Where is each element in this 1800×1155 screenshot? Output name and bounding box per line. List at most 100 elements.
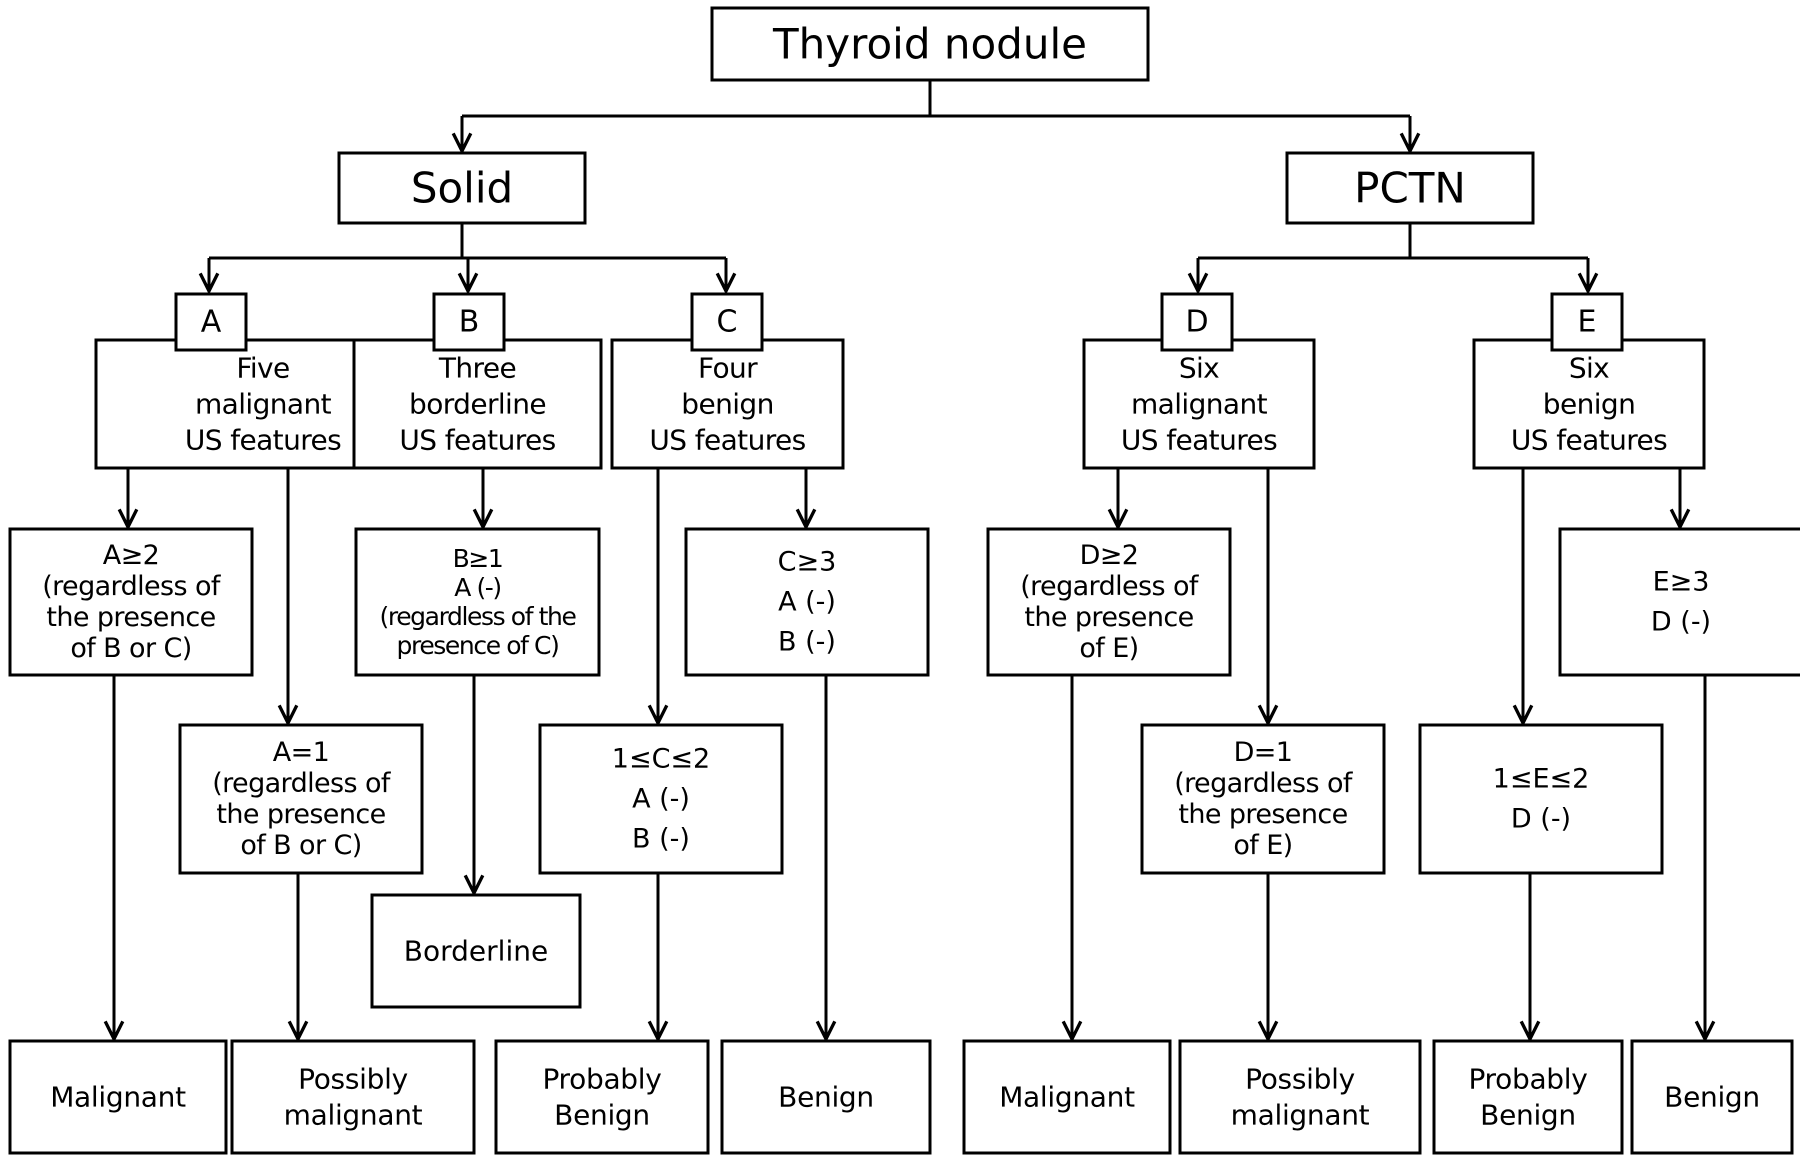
criteria-c-ge3-line-1: C≥3 bbox=[778, 547, 837, 578]
criteria-c-1to2-line-2: A (-) bbox=[632, 784, 690, 815]
pctn-node: PCTN bbox=[1285, 151, 1535, 225]
outcome-solid-possibly-malignant-line-2: malignant bbox=[284, 1099, 423, 1132]
group-b-letter: B bbox=[432, 292, 506, 352]
group-e-description-line-2: benign bbox=[1543, 388, 1635, 421]
outcome-pctn-malignant-line-1: Malignant bbox=[999, 1081, 1135, 1114]
outcome-pctn-possibly-malignant-box bbox=[1178, 1039, 1422, 1155]
outcome-solid-benign-box bbox=[720, 1039, 932, 1155]
criteria-e-1to2-line-2: D (-) bbox=[1511, 804, 1571, 835]
group-e-description-line-3: US features bbox=[1511, 424, 1667, 457]
criteria-c-1to2-line-3: B (-) bbox=[632, 824, 690, 855]
criteria-d-eq1-line-3: the presence bbox=[1178, 799, 1347, 830]
outcome-borderline-box bbox=[370, 893, 582, 1009]
criteria-e-ge3-line-1: E≥3 bbox=[1653, 567, 1710, 598]
pctn-node-box bbox=[1285, 151, 1535, 225]
group-e-letter-line-1: E bbox=[1578, 305, 1597, 340]
criteria-c-1to2-line-1: 1≤C≤2 bbox=[612, 744, 710, 775]
criteria-b-ge1-line-3: (regardless of the bbox=[380, 602, 577, 631]
group-b-description-line-2: borderline bbox=[409, 388, 546, 421]
criteria-c-ge3: C≥3A (-)B (-) bbox=[684, 527, 930, 677]
outcome-pctn-probably-benign-box bbox=[1432, 1039, 1624, 1155]
criteria-a-eq1-box bbox=[178, 723, 424, 875]
outcome-pctn-malignant-box bbox=[962, 1039, 1172, 1155]
criteria-a-ge2-line-2: (regardless of bbox=[42, 571, 222, 602]
criteria-a-ge2-line-4: of B or C) bbox=[70, 633, 191, 664]
group-b-description-line-3: US features bbox=[399, 424, 555, 457]
criteria-d-ge2-line-4: of E) bbox=[1079, 633, 1138, 664]
criteria-d-ge2-line-2: (regardless of bbox=[1020, 571, 1200, 602]
group-c-description-line-3: US features bbox=[649, 424, 805, 457]
solid-node-line-1: Solid bbox=[411, 164, 513, 213]
group-e-letter: E bbox=[1550, 292, 1624, 352]
criteria-c-ge3-box bbox=[684, 527, 930, 677]
criteria-a-ge2-box bbox=[8, 527, 254, 677]
criteria-d-ge2-box bbox=[986, 527, 1232, 677]
criteria-d-eq1-line-2: (regardless of bbox=[1174, 768, 1354, 799]
group-d-letter: D bbox=[1160, 292, 1234, 352]
criteria-e-ge3-box bbox=[1558, 527, 1800, 677]
group-d-letter-line-1: D bbox=[1185, 305, 1208, 340]
group-a-letter-line-1: A bbox=[201, 305, 222, 340]
outcome-pctn-benign-box bbox=[1630, 1039, 1794, 1155]
group-a-description-line-2: malignant bbox=[195, 388, 332, 421]
criteria-b-ge1-line-4: presence of C) bbox=[397, 631, 559, 660]
group-a-description-line-1: Five bbox=[236, 352, 289, 385]
outcome-pctn-benign-line-1: Benign bbox=[1664, 1081, 1760, 1114]
group-c-letter: C bbox=[690, 292, 764, 352]
outcome-solid-probably-benign-line-1: Probably bbox=[542, 1063, 661, 1096]
criteria-a-eq1-line-2: (regardless of bbox=[212, 768, 392, 799]
group-e-letter-box bbox=[1550, 292, 1624, 352]
criteria-d-eq1-box bbox=[1140, 723, 1386, 875]
outcome-solid-benign-line-1: Benign bbox=[778, 1081, 874, 1114]
pctn-node-line-1: PCTN bbox=[1354, 164, 1466, 213]
group-c-letter-box bbox=[690, 292, 764, 352]
outcome-pctn-probably-benign-line-2: Benign bbox=[1480, 1099, 1576, 1132]
group-d-description-box bbox=[1082, 338, 1316, 470]
outcome-pctn-possibly-malignant-line-2: malignant bbox=[1231, 1099, 1370, 1132]
connectors bbox=[114, 80, 1705, 1039]
criteria-d-eq1-line-1: D=1 bbox=[1234, 737, 1293, 768]
outcome-borderline: Borderline bbox=[370, 893, 582, 1009]
criteria-b-ge1-line-2: A (-) bbox=[454, 573, 501, 602]
outcome-pctn-malignant: Malignant bbox=[962, 1039, 1172, 1155]
criteria-e-1to2-box bbox=[1418, 723, 1664, 875]
group-c-description-box bbox=[610, 338, 845, 470]
group-c-description-line-2: benign bbox=[681, 388, 773, 421]
group-c-description-line-1: Four bbox=[698, 352, 758, 385]
criteria-a-ge2-line-3: the presence bbox=[46, 602, 215, 633]
criteria-d-ge2-line-3: the presence bbox=[1024, 602, 1193, 633]
outcome-solid-probably-benign-box bbox=[494, 1039, 710, 1155]
solid-node-box bbox=[337, 151, 587, 225]
group-d-description-line-2: malignant bbox=[1131, 388, 1268, 421]
outcome-pctn-benign: Benign bbox=[1630, 1039, 1794, 1155]
outcome-pctn-probably-benign-line-1: Probably bbox=[1468, 1063, 1587, 1096]
group-a-description-line-3: US features bbox=[185, 424, 341, 457]
criteria-e-1to2-line-1: 1≤E≤2 bbox=[1493, 764, 1590, 795]
criteria-a-eq1-line-4: of B or C) bbox=[240, 830, 361, 861]
outcome-solid-possibly-malignant-box bbox=[230, 1039, 476, 1155]
criteria-b-ge1-line-1: B≥1 bbox=[453, 544, 503, 573]
criteria-b-ge1-box bbox=[354, 527, 601, 677]
outcome-solid-malignant: Malignant bbox=[8, 1039, 228, 1155]
group-e-description-box bbox=[1472, 338, 1706, 470]
group-b-description-box bbox=[352, 338, 603, 470]
criteria-d-eq1-line-4: of E) bbox=[1233, 830, 1292, 861]
outcome-solid-malignant-box bbox=[8, 1039, 228, 1155]
group-a-letter: A bbox=[174, 292, 248, 352]
criteria-c-1to2-box bbox=[538, 723, 784, 875]
criteria-a-eq1-line-3: the presence bbox=[216, 799, 385, 830]
outcome-solid-malignant-line-1: Malignant bbox=[50, 1081, 186, 1114]
criteria-a-eq1-line-1: A=1 bbox=[273, 737, 329, 768]
group-e-description-line-1: Six bbox=[1569, 352, 1609, 385]
